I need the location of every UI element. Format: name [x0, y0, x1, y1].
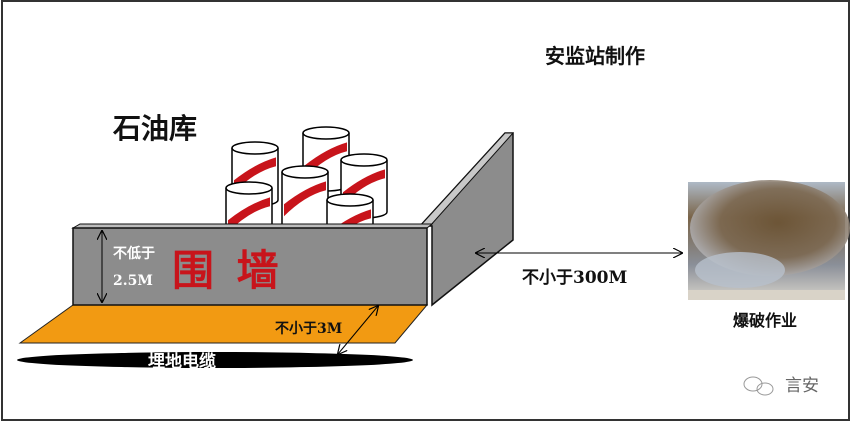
watermark: 言安: [785, 376, 819, 396]
wall-label: 围 墙: [172, 246, 283, 295]
buried-cable: [17, 352, 413, 368]
height-label-line1: 不低于: [113, 245, 155, 262]
front-wall: [72, 227, 428, 306]
depot-label: 石油库: [112, 112, 197, 145]
height-label-line2: 2.5M: [113, 273, 153, 289]
wechat-icon: [743, 376, 774, 396]
cable-label: 埋地电缆: [148, 351, 216, 372]
oil-barrel: [281, 165, 329, 231]
blasting-label: 爆破作业: [733, 311, 797, 330]
ground-strip: [18, 304, 429, 344]
title: 安监站制作: [545, 44, 645, 68]
distance-label: 不小于300M: [522, 268, 627, 288]
blasting-photo: [688, 180, 850, 300]
ground-width-arrow: [338, 306, 378, 354]
ground-width-label: 不小于3M: [275, 321, 342, 337]
